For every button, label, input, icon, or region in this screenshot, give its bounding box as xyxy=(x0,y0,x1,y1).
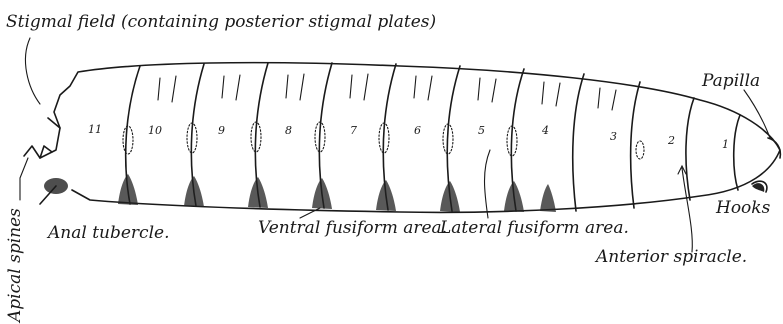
segment-number: 10 xyxy=(148,124,162,137)
label-stigmal-field: Stigmal field (containing posterior stig… xyxy=(6,12,436,32)
label-apical-spines: Apical spines xyxy=(5,208,25,324)
segment-number: 1 xyxy=(722,138,729,151)
segment-numbers: 11 10 9 8 7 6 5 4 3 2 1 xyxy=(88,123,729,151)
segment-number: 3 xyxy=(610,130,617,143)
segment-number: 2 xyxy=(667,134,675,147)
segment-number: 9 xyxy=(218,124,225,137)
label-hooks: Hooks xyxy=(715,198,771,218)
segment-number: 7 xyxy=(350,124,357,137)
segment-number: 8 xyxy=(285,124,292,137)
leader-lateral-fusiform xyxy=(485,150,491,218)
label-ventral-fusiform: Ventral fusiform area. xyxy=(258,218,447,238)
segment-number: 4 xyxy=(541,124,549,137)
leader-stigmal-field xyxy=(25,38,40,104)
leader-papilla xyxy=(744,90,770,138)
segment-number: 5 xyxy=(478,124,485,137)
label-lateral-fusiform: Lateral fusiform area. xyxy=(439,218,629,238)
label-anterior-spiracle: Anterior spiracle. xyxy=(594,247,747,267)
label-anal-tubercle: Anal tubercle. xyxy=(46,223,169,243)
ventral-fusiform-areas xyxy=(40,174,556,212)
larva-body xyxy=(24,63,780,213)
segment-number: 11 xyxy=(88,123,102,136)
segment-boundaries xyxy=(126,63,740,211)
segment-number: 6 xyxy=(414,124,421,137)
label-papilla: Papilla xyxy=(701,71,760,91)
leader-apical-spines xyxy=(20,158,28,200)
